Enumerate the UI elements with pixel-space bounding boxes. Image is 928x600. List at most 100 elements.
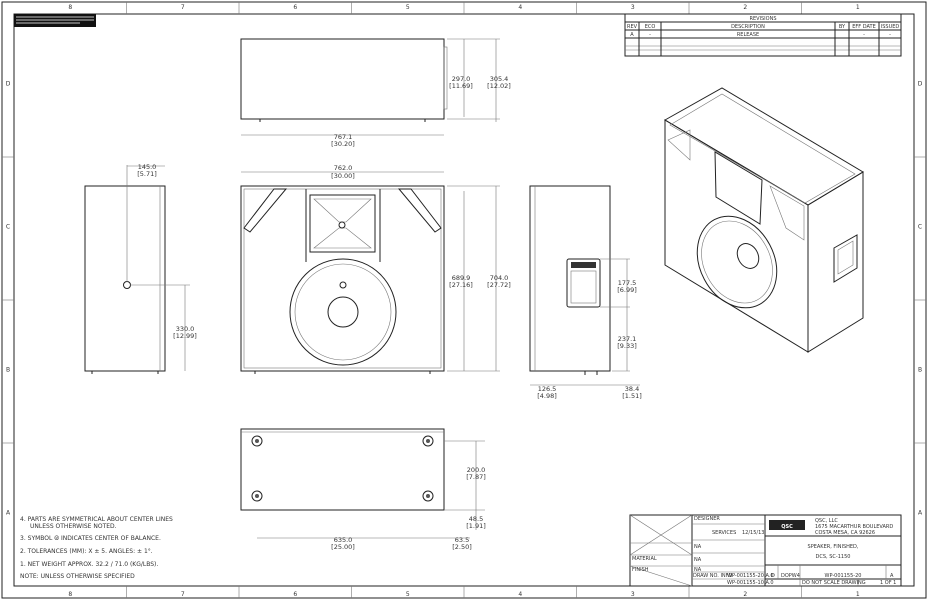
- dim-145-in: [5.71]: [137, 170, 157, 178]
- dim-704-in: [27.72]: [487, 281, 511, 289]
- dim-145: 145.0: [138, 163, 157, 171]
- dim-704: 704.0: [490, 274, 509, 282]
- column-marker: 4: [518, 4, 522, 11]
- column-marker: 5: [406, 591, 410, 598]
- dim-762: 762.0: [334, 164, 353, 172]
- material-label: MATERIAL: [632, 556, 657, 562]
- sheet-number: 1 OF 1: [880, 580, 896, 586]
- qsc-logo: [769, 520, 805, 530]
- drawing-title-1: SPEAKER, FINISHED,: [808, 544, 859, 550]
- drawing-info-label: DRAW NO. INFO: [693, 573, 733, 579]
- left-side-view: 145.0 [5.71] 330.0 [12.99]: [84, 163, 197, 374]
- revisions-table: REVISIONS REV ECO DESCRIPTION BY EFF DAT…: [624, 13, 902, 57]
- note-2: 2. TOLERANCES (MM): X ± 5. ANGLES: ± 1°.: [20, 548, 153, 555]
- dim-38: 38.4: [625, 385, 639, 393]
- note-1: 1. NET WEIGHT APPROX. 32.2 / 71.0 (KG/LB…: [20, 561, 158, 568]
- dim-635: 635.0: [334, 536, 353, 544]
- row-marker: D: [918, 81, 923, 88]
- dim-237: 237.1: [618, 335, 637, 343]
- model-info: WP-001155-10.A.0: [727, 580, 774, 586]
- eco-header: ECO: [645, 24, 656, 30]
- sheet-size: D: [771, 573, 775, 579]
- dim-126: 126.5: [538, 385, 557, 393]
- right-side-view: 177.5 [6.99] 237.1 [9.33] 126.5 [4.98] 3…: [529, 185, 642, 400]
- center-of-balance-symbol: [123, 281, 131, 289]
- description-value: RELEASE: [737, 32, 759, 38]
- rev-value: A: [630, 32, 634, 38]
- dim-305-in: [12.02]: [487, 82, 511, 90]
- column-marker: 4: [518, 591, 522, 598]
- column-marker: 7: [181, 4, 185, 11]
- dim-177-in: [6.99]: [617, 286, 637, 294]
- dim-330: 330.0: [176, 325, 195, 333]
- notes: 4. PARTS ARE SYMMETRICAL ABOUT CENTER LI…: [20, 516, 173, 580]
- eco-value: -: [649, 32, 651, 38]
- row-marker: C: [918, 224, 922, 231]
- dim-305: 305.4: [490, 75, 509, 83]
- designer-label: DESIGNER: [694, 516, 720, 522]
- eff-date-value: -: [863, 32, 865, 38]
- row-marker: A: [6, 510, 11, 517]
- woofer: [289, 258, 397, 366]
- column-marker: 8: [68, 4, 72, 11]
- company-address-2: COSTA MESA, CA 92626: [815, 530, 875, 536]
- column-marker: 2: [743, 4, 747, 11]
- row-marker: D: [6, 81, 11, 88]
- finish-label: FINISH: [632, 567, 649, 573]
- isometric-view: [664, 87, 864, 353]
- bottom-view: 200.0 [7.87] 48.5 [1.91] 635.0 [25.00] 6…: [240, 428, 486, 551]
- column-marker: 1: [856, 4, 860, 11]
- designer-name: SERVICES: [712, 530, 736, 536]
- dim-177: 177.5: [618, 279, 637, 287]
- column-marker: 3: [631, 591, 635, 598]
- qsc-logo-text: QSC: [781, 524, 793, 530]
- column-marker: 7: [181, 591, 185, 598]
- dim-767-in: [30.20]: [331, 140, 355, 148]
- dim-689-in: [27.16]: [449, 281, 473, 289]
- dim-200-in: [7.87]: [466, 473, 486, 481]
- drawing-number: WP-001155-20: [825, 573, 862, 579]
- dim-635-in: [25.00]: [331, 543, 355, 551]
- company-name: QSC, LLC: [815, 518, 838, 524]
- column-marker: 2: [743, 591, 747, 598]
- eff-date-header: EFF DATE: [852, 24, 876, 30]
- column-marker: 3: [631, 4, 635, 11]
- dim-689: 689.9: [452, 274, 471, 282]
- dim-762-in: [30.00]: [331, 172, 355, 180]
- tech-director: NA: [694, 544, 702, 550]
- approver: NA: [694, 567, 702, 573]
- drawing-title-2: DCS, SC-1150: [816, 554, 851, 560]
- drawing-info: WP-001155-20.A.0: [727, 573, 774, 579]
- proprietary-notice: [14, 14, 96, 27]
- tweeter-horn: [309, 194, 376, 253]
- row-marker: B: [918, 367, 922, 374]
- description-header: DESCRIPTION: [731, 24, 765, 30]
- by-header: BY: [839, 24, 846, 30]
- row-marker: A: [918, 510, 923, 517]
- dim-330-in: [12.99]: [173, 332, 197, 340]
- rev-header: REV: [627, 24, 638, 30]
- dim-38-in: [1.51]: [622, 392, 642, 400]
- dim-63-in: [2.50]: [452, 543, 472, 551]
- issued-header: ISSUED: [881, 24, 900, 30]
- scale-note: DO NOT SCALE DRAWING: [802, 580, 866, 586]
- note-3: 3. SYMBOL ⦼ INDICATES CENTER OF BALANCE.: [20, 535, 161, 542]
- dim-63: 63.5: [455, 536, 469, 544]
- dim-200: 200.0: [467, 466, 486, 474]
- mfg-engineer: NA: [694, 557, 702, 563]
- dim-237-in: [9.33]: [617, 342, 637, 350]
- dim-297: 297.0: [452, 75, 471, 83]
- title-block: DESIGNER SERVICES 12/15/13 NA NA NA DRAW…: [629, 514, 902, 587]
- designer-date: 12/15/13: [742, 530, 764, 536]
- row-marker: C: [6, 224, 10, 231]
- revisions-title: REVISIONS: [749, 16, 776, 22]
- dim-297-in: [11.69]: [449, 82, 473, 90]
- note-4: 4. PARTS ARE SYMMETRICAL ABOUT CENTER LI…: [20, 516, 173, 523]
- row-marker: B: [6, 367, 10, 374]
- column-marker: 6: [293, 4, 297, 11]
- note-4-cont: UNLESS OTHERWISE NOTED.: [30, 523, 117, 530]
- front-view: 762.0 [30.00] 689.9 [27.16] 704.0 [27.72…: [240, 164, 511, 374]
